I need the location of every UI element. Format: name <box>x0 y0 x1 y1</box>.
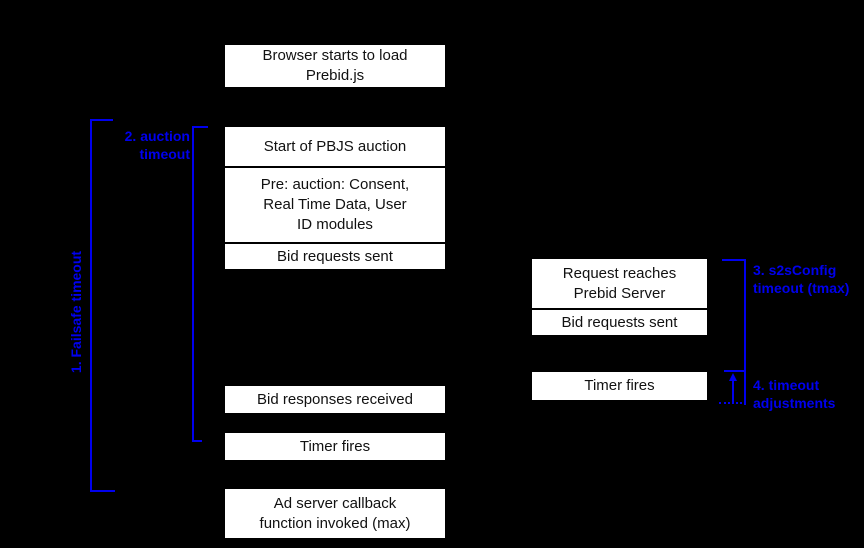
event-box-timer-fires-client: Timer fires <box>225 433 445 460</box>
event-box-browser-load: Browser starts to load Prebid.js <box>225 45 445 87</box>
up-arrow-head-icon <box>729 373 737 381</box>
event-box-timer-fires-server: Timer fires <box>532 372 707 400</box>
event-box-auction-start: Start of PBJS auction <box>225 127 445 166</box>
event-stack-auction: Start of PBJS auction Pre: auction: Cons… <box>225 127 445 269</box>
auction-bracket-tick-bottom <box>192 440 202 442</box>
timeout-adjustments-label: 4. timeout adjustments <box>753 377 836 411</box>
event-box-request-reaches-server: Request reaches Prebid Server <box>532 259 707 308</box>
event-box-bid-responses-received: Bid responses received <box>225 386 445 413</box>
s2s-bracket-line <box>744 259 746 405</box>
up-arrow-icon <box>732 381 734 402</box>
auction-bracket-tick-top <box>192 126 208 128</box>
failsafe-bracket-tick-top <box>90 119 113 121</box>
event-box-ad-server-callback: Ad server callback function invoked (max… <box>225 489 445 538</box>
event-box-pre-auction-modules: Pre: auction: Consent, Real Time Data, U… <box>225 166 445 242</box>
s2s-bracket-tick-top <box>722 259 746 261</box>
auction-bracket-line <box>192 126 194 442</box>
auction-timeout-label: 2. auction timeout <box>124 128 190 162</box>
event-box-bid-requests-sent: Bid requests sent <box>225 242 445 269</box>
s2s-bracket-tick-mid <box>724 370 746 372</box>
s2s-config-timeout-label: 3. s2sConfig timeout (tmax) <box>753 262 850 296</box>
timeout-adjustment-dotted-line <box>719 402 746 404</box>
failsafe-timeout-label: 1. Failsafe timeout <box>68 250 84 374</box>
event-box-server-bid-requests-sent: Bid requests sent <box>532 308 707 335</box>
failsafe-bracket-tick-bottom <box>90 490 115 492</box>
failsafe-bracket-line <box>90 119 92 492</box>
event-stack-prebid-server: Request reaches Prebid Server Bid reques… <box>532 259 707 335</box>
